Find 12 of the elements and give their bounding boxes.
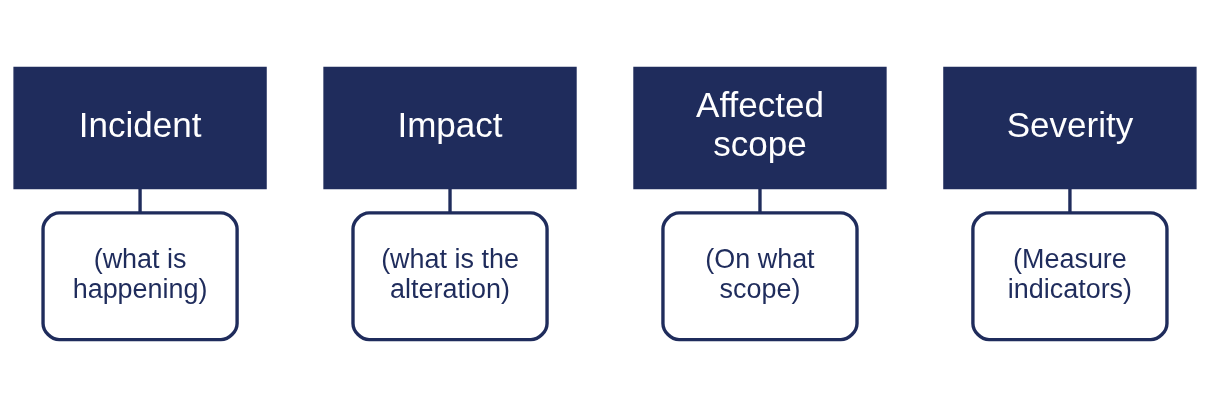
- node-box: (Measure indicators): [971, 211, 1169, 342]
- node-box: (what is the alteration): [351, 211, 549, 342]
- node-box: (what is happening): [41, 211, 239, 342]
- connector: [138, 188, 142, 213]
- connector: [448, 188, 452, 213]
- node-box: (On what scope): [661, 211, 859, 342]
- connector: [758, 188, 762, 213]
- node-box: Impact: [323, 66, 577, 190]
- node-box: Severity: [943, 66, 1197, 190]
- connector: [1068, 188, 1072, 213]
- node-box: Affected scope: [633, 66, 887, 190]
- node-box: Incident: [13, 66, 267, 190]
